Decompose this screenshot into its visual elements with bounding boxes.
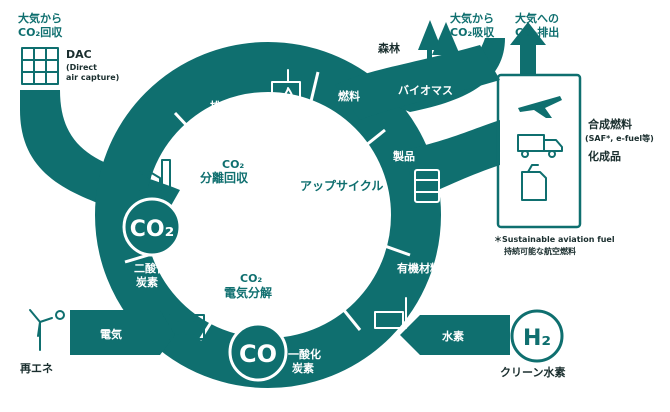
co-symbol: CO [239,340,277,368]
co2-name-2: 炭素 [136,275,158,289]
plant-icon [374,297,407,329]
emission-top-2: CO₂排出 [515,25,559,39]
products-label: 製品 [392,149,415,163]
dac-top-label-2: CO₂回収 [18,25,63,39]
center-separation-2: 分離回収 [200,170,249,185]
airplane-icon [518,96,562,118]
center-separation-1: CO₂ [222,158,244,171]
renewable-label: 再エネ [20,362,53,375]
trees-icon [418,20,460,65]
h2-symbol: H₂ [523,326,551,351]
center-electrolysis-1: CO₂ [240,272,262,285]
dac-sub-2: air capture) [66,73,119,82]
hydrogen-band [400,315,510,355]
co2-circle [122,197,182,257]
forest-top-1: 大気から [450,11,494,25]
h2-circle [510,309,564,363]
drum-icon [414,169,440,203]
synthesis-label: 合成 [332,289,354,303]
synthetic-fuel-label: 合成燃料 [588,117,632,131]
electricity-label: 電気 [100,327,122,341]
dac-top-label-1: 大気から [18,11,62,25]
center-electrolysis-2: 電気分解 [224,285,272,300]
jerrycan-icon [521,164,547,201]
forest-top-2: CO₂吸収 [450,26,495,39]
wind-turbine-icon [29,309,65,351]
clean-h2-label: クリーン水素 [500,365,565,379]
aviation-note-1: ＊Sustainable aviation fuel [494,235,615,244]
center-upcycle: アップサイクル [300,178,383,193]
emission-arrow [510,22,546,75]
chemicals-label: 化成品 [588,149,621,163]
electricity-band [70,310,175,355]
truck-icon [517,134,563,158]
co-name-1: 一酸化 [288,347,321,361]
factory-icon [139,159,171,191]
dac-name: DAC [66,48,92,61]
co2-name-1: 二酸化 [134,261,167,275]
fuel-label: 燃料 [337,89,360,103]
incinerator-icon [271,69,301,111]
hydrogen-label: 水素 [442,329,464,343]
fuel-examples-label: (SAF*, e-fuel等) [585,133,654,143]
biomass-band [335,45,500,120]
co-circle [228,322,288,382]
co2-generation-label: CO₂発生 [262,123,306,137]
aviation-note-2: 持続可能な航空燃料 [504,246,576,256]
forest-label: 森林 [378,41,400,55]
exhaust-label: 排ガス [210,99,243,113]
co2-symbol: CO₂ [130,217,174,242]
co-name-2: 炭素 [292,361,314,375]
electrolyzer-icon [169,314,205,340]
emission-top-1: 大気への [515,11,559,25]
organic-materials-label: 有機材料 [397,261,441,275]
products-box [496,73,582,229]
biomass-label: バイオマス [398,84,453,97]
dac-unit-icon [21,47,59,85]
dac-sub-1: (Direct [66,63,97,72]
